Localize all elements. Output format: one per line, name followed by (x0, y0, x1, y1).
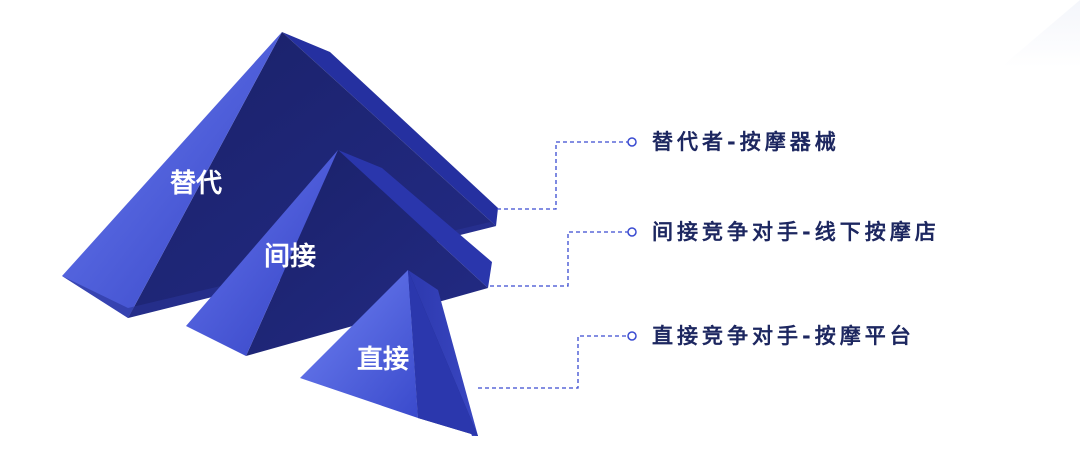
callout-substitute: 替代者-按摩器械 (652, 130, 840, 154)
layer-label-indirect: 间接 (264, 242, 316, 272)
leader-dot-indirect (627, 227, 637, 237)
leader-dot-substitute (627, 137, 637, 147)
prism-indirect-ridge (338, 150, 492, 288)
prism-substitute-front (62, 32, 282, 318)
prism-substitute-ridge (282, 32, 498, 226)
layer-label-substitute: 替代 (170, 169, 222, 199)
leader-line-indirect (490, 231, 628, 287)
leader-line-direct (478, 335, 628, 389)
layer-label-direct: 直接 (357, 345, 409, 375)
leader-line-substitute (497, 141, 628, 210)
leader-dot-direct (627, 331, 637, 341)
prism-indirect-front (186, 150, 338, 356)
callout-direct: 直接竞争对手-按摩平台 (652, 324, 915, 348)
prism-direct-front (300, 270, 418, 418)
corner-decoration (1000, 0, 1080, 68)
prism-direct-right (408, 270, 478, 436)
prism-direct (300, 270, 478, 436)
callout-indirect: 间接竞争对手-线下按摩店 (652, 220, 940, 244)
